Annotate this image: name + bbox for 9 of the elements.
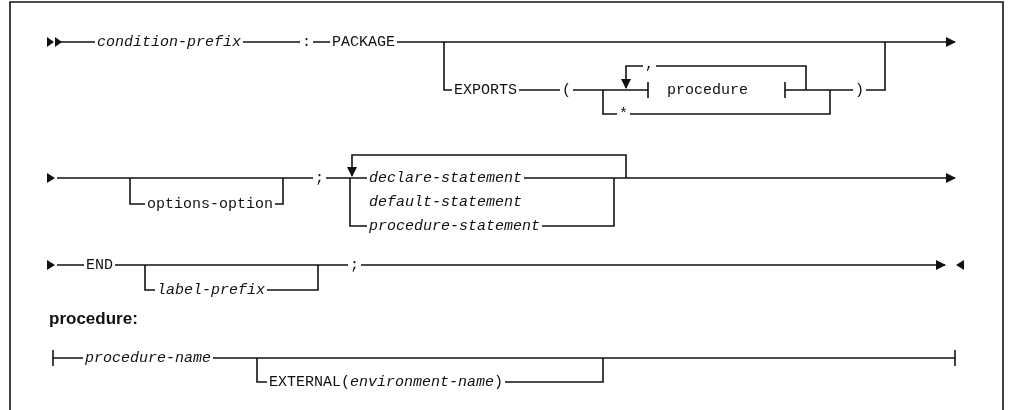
syntax-keyword: options-option <box>145 195 276 213</box>
syntax-term: condition-prefix <box>95 33 244 51</box>
syntax-term: procedure-name <box>83 349 214 367</box>
syntax-symbol: ) <box>853 81 866 99</box>
syntax-keyword: EXTERNAL(environment-name) <box>267 373 506 391</box>
syntax-fragment-reference: procedure <box>665 81 750 99</box>
syntax-term: procedure-statement <box>367 217 543 235</box>
syntax-symbol: ( <box>560 81 573 99</box>
syntax-term: label-prefix <box>155 281 268 299</box>
